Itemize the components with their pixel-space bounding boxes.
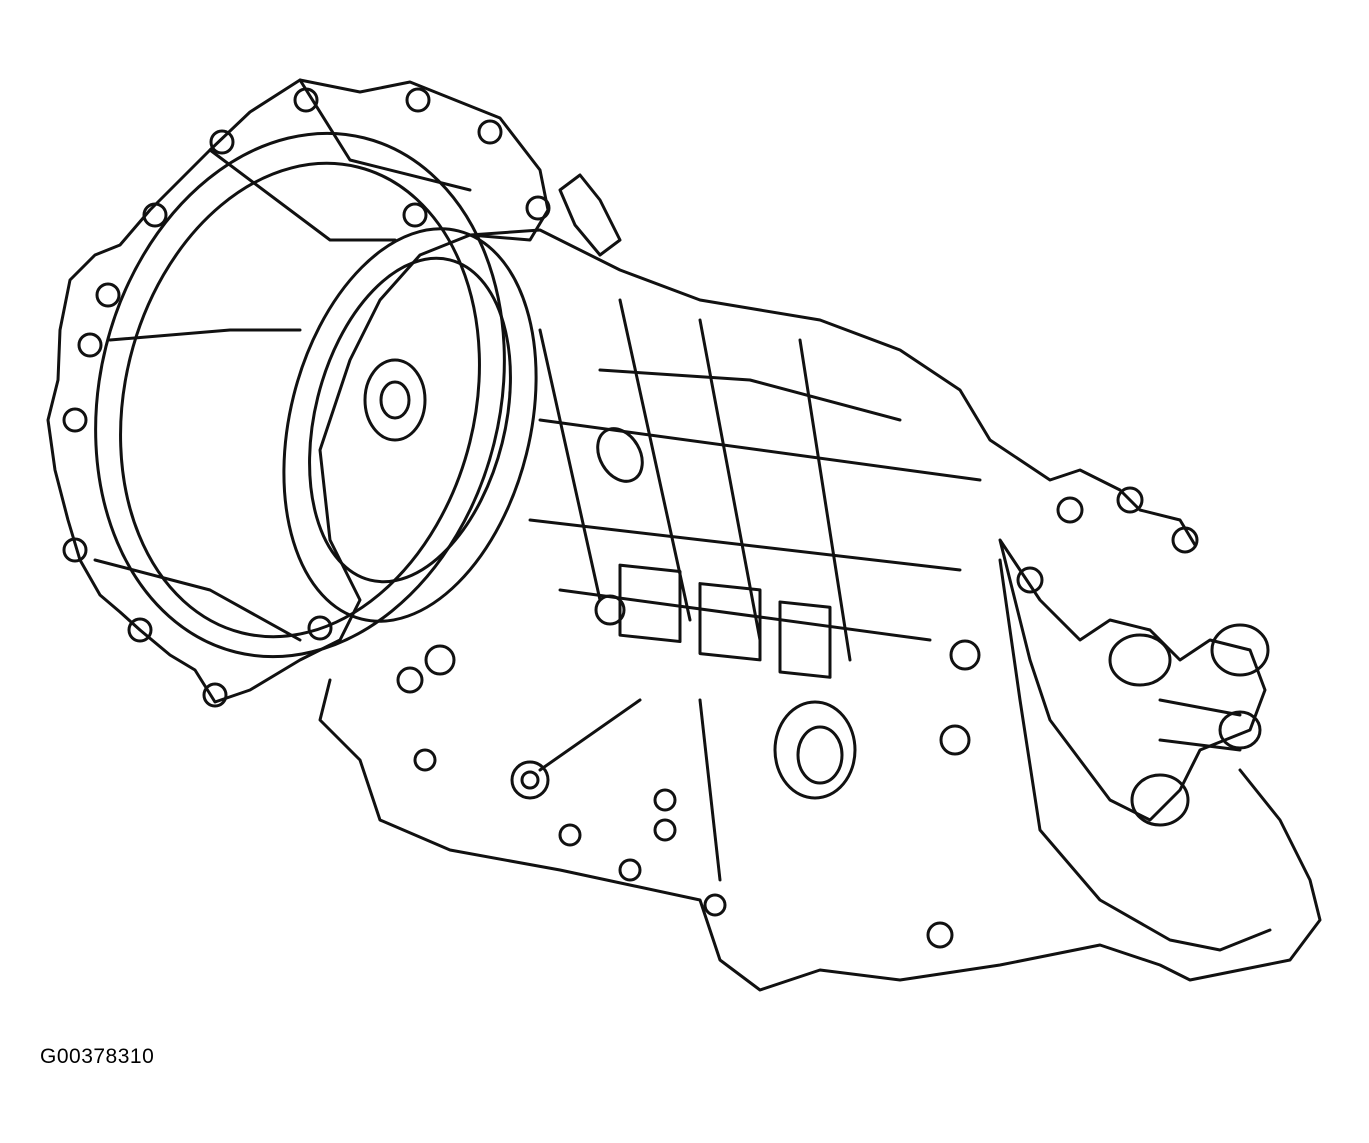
bell-housing-web-3	[93, 558, 302, 642]
extension-housing	[998, 538, 1267, 822]
main-case-bottom	[318, 678, 1322, 992]
bell-housing-flange	[46, 78, 550, 704]
bell-housing-web-1	[208, 148, 397, 242]
torque-converter-inner	[308, 256, 512, 584]
input-shaft-hub	[363, 358, 427, 442]
torque-converter-cover	[282, 227, 538, 623]
input-shaft-center	[379, 380, 411, 420]
bell-housing-web-2	[298, 78, 472, 192]
case-fittings	[596, 427, 1199, 800]
bell-housing-ring-inner	[119, 161, 481, 639]
rib-grid-cells	[618, 563, 832, 679]
flange-bolt-bosses	[62, 87, 551, 708]
main-case-top	[468, 228, 1197, 547]
extension-mount-bracket	[998, 558, 1272, 952]
oil-pan-fittings	[396, 594, 954, 949]
output-yoke	[1108, 623, 1270, 827]
electrical-connector	[558, 173, 622, 257]
bell-housing-ring-outer	[94, 131, 506, 659]
bell-housing-web-4	[108, 328, 302, 342]
figure-id-caption: G00378310	[40, 1045, 155, 1068]
